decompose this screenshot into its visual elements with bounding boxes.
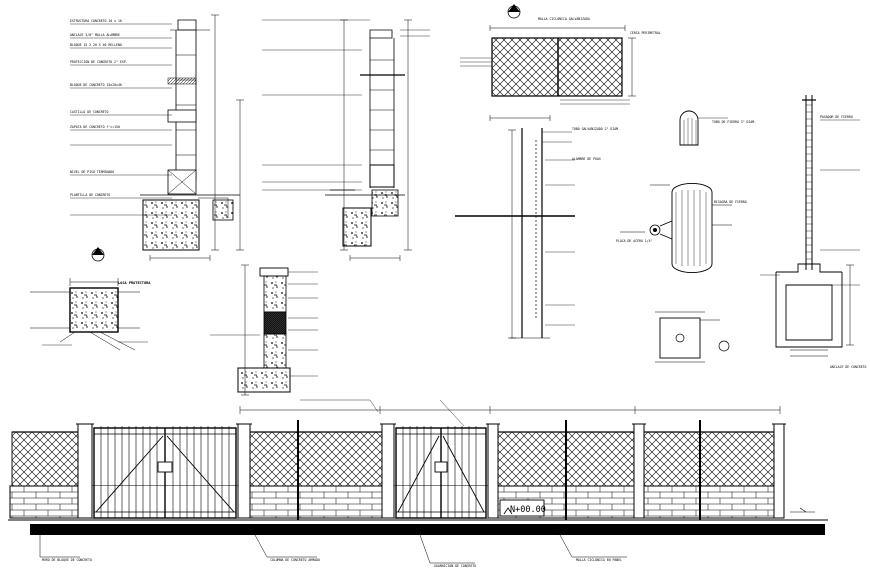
post-section-detail: ESTRUCTURA CONCRETO 10 x 10 ANCLAJE 3/8"… xyxy=(70,14,244,261)
svg-text:NIVEL DE PISO TERMINADO: NIVEL DE PISO TERMINADO xyxy=(70,170,114,174)
svg-text:PASADOR DE FIERRO: PASADOR DE FIERRO xyxy=(820,115,853,119)
svg-text:ZAPATA DE CONCRETO f'c=150: ZAPATA DE CONCRETO f'c=150 xyxy=(70,125,120,129)
wall-section-detail xyxy=(262,19,430,261)
slab-plan-detail: LOSA PROTECTORA xyxy=(30,247,151,351)
svg-text:BLOQUE 15 X 20 X 40 RELLENO: BLOQUE 15 X 20 X 40 RELLENO xyxy=(70,43,122,47)
svg-text:ANCLAJE DE CONCRETO: ANCLAJE DE CONCRETO xyxy=(830,365,867,369)
gate-post-foundation: PASADOR DE FIERRO ANCLAJE DE CONCRETO xyxy=(760,95,867,369)
svg-text:CASTILLO DE CONCRETO: CASTILLO DE CONCRETO xyxy=(70,110,108,114)
svg-text:ALAMBRE DE PUAS: ALAMBRE DE PUAS xyxy=(572,157,601,161)
svg-text:MALLA CICLONICA EN PANEL: MALLA CICLONICA EN PANEL xyxy=(576,558,622,562)
svg-text:BISAGRA DE FIERRO: BISAGRA DE FIERRO xyxy=(714,200,747,204)
fence-panel-elevation: MALLA CICLONICA GALVANIZADA CERCA PERIME… xyxy=(460,4,661,105)
level-marker: N+00.00 xyxy=(510,505,546,515)
svg-text:MURO DE BLOQUE DE CONCRETO: MURO DE BLOQUE DE CONCRETO xyxy=(42,558,92,562)
perimeter-fence-elevation: N+00.00 MURO DE BLOQUE DE CONCRETO COLUM… xyxy=(8,399,828,568)
svg-text:GUARNICION DE CONCRETO: GUARNICION DE CONCRETO xyxy=(434,564,476,568)
svg-text:PROTECCION DE CONCRETO 2" ESP.: PROTECCION DE CONCRETO 2" ESP. xyxy=(70,60,128,64)
fence-post-section: TUBO GALVANIZADO 2" DIAM. ALAMBRE DE PUA… xyxy=(455,115,620,339)
svg-text:PLACA DE ACERO 1/4": PLACA DE ACERO 1/4" xyxy=(616,239,653,243)
svg-text:COLUMNA DE CONCRETO ARMADO: COLUMNA DE CONCRETO ARMADO xyxy=(270,558,320,562)
svg-text:MALLA CICLONICA GALVANIZADA: MALLA CICLONICA GALVANIZADA xyxy=(538,17,590,21)
svg-text:CERCA PERIMETRAL: CERCA PERIMETRAL xyxy=(630,31,661,35)
svg-text:PLANTILLA DE CONCRETO: PLANTILLA DE CONCRETO xyxy=(70,193,110,197)
svg-text:ESTRUCTURA CONCRETO 10 x 10: ESTRUCTURA CONCRETO 10 x 10 xyxy=(70,19,122,23)
gate-post-details: TUBO DE FIERRO 3" DIAM. BISAGRA DE FIERR… xyxy=(616,110,756,363)
svg-text:TUBO GALVANIZADO 2" DIAM.: TUBO GALVANIZADO 2" DIAM. xyxy=(572,127,620,131)
wall-footing-detail xyxy=(210,264,318,396)
detail-title-slab: LOSA PROTECTORA xyxy=(118,281,151,285)
svg-text:ANCLAJE 3/8" MALLA ALAMBRE: ANCLAJE 3/8" MALLA ALAMBRE xyxy=(70,33,120,37)
svg-text:TUBO DE FIERRO 3" DIAM.: TUBO DE FIERRO 3" DIAM. xyxy=(712,120,756,124)
svg-text:BLOQUE DE CONCRETO 15x20x40: BLOQUE DE CONCRETO 15x20x40 xyxy=(70,83,122,87)
